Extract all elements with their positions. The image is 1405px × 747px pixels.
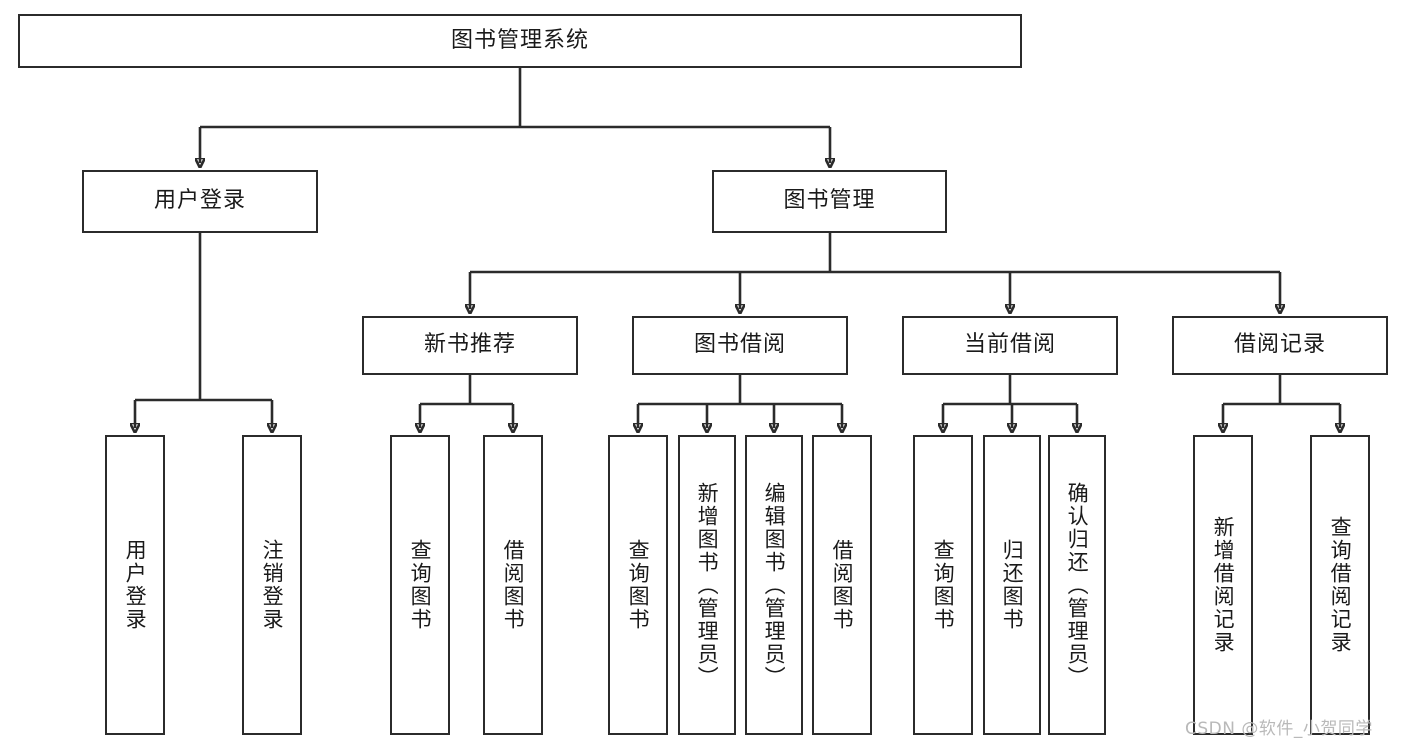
node-book-management[interactable]: 图书管理 (712, 170, 947, 233)
node-leaf-add-book-admin[interactable]: 新增图书（管理员） (678, 435, 736, 735)
node-leaf-edit-book-admin[interactable]: 编辑图书（管理员） (745, 435, 803, 735)
node-label: 新增图书（管理员） (695, 481, 720, 689)
node-leaf-user-login[interactable]: 用户登录 (105, 435, 165, 735)
node-leaf-borrow-book-1[interactable]: 借阅图书 (483, 435, 543, 735)
node-label: 注销登录 (260, 539, 285, 631)
node-label: 用户登录 (153, 188, 246, 214)
node-label: 借阅图书 (830, 539, 855, 631)
node-book-borrow[interactable]: 图书借阅 (632, 316, 848, 375)
node-label: 查询图书 (626, 539, 651, 631)
node-leaf-return-book[interactable]: 归还图书 (983, 435, 1041, 735)
node-leaf-borrow-book-2[interactable]: 借阅图书 (812, 435, 872, 735)
node-leaf-query-book-3[interactable]: 查询图书 (913, 435, 973, 735)
node-label: 借阅图书 (501, 539, 526, 631)
node-label: 借阅记录 (1233, 332, 1326, 358)
node-label: 编辑图书（管理员） (762, 481, 787, 689)
node-leaf-query-book-2[interactable]: 查询图书 (608, 435, 668, 735)
node-label: 查询图书 (408, 539, 433, 631)
node-leaf-query-borrow-record[interactable]: 查询借阅记录 (1310, 435, 1370, 735)
node-user-login[interactable]: 用户登录 (82, 170, 318, 233)
node-label: 图书管理 (783, 188, 876, 214)
node-label: 图书借阅 (693, 332, 786, 358)
node-new-book-recommend[interactable]: 新书推荐 (362, 316, 578, 375)
node-label: 归还图书 (1000, 539, 1025, 631)
node-leaf-query-book-1[interactable]: 查询图书 (390, 435, 450, 735)
node-label: 查询借阅记录 (1328, 516, 1353, 654)
node-label: 新书推荐 (423, 332, 516, 358)
node-label: 用户登录 (123, 539, 148, 631)
node-label: 查询图书 (931, 539, 956, 631)
node-current-borrow[interactable]: 当前借阅 (902, 316, 1118, 375)
node-label: 图书管理系统 (450, 27, 589, 53)
node-root-system[interactable]: 图书管理系统 (18, 14, 1022, 68)
node-leaf-confirm-return-admin[interactable]: 确认归还（管理员） (1048, 435, 1106, 735)
node-leaf-logout[interactable]: 注销登录 (242, 435, 302, 735)
node-label: 新增借阅记录 (1211, 516, 1236, 654)
node-label: 确认归还（管理员） (1065, 481, 1090, 689)
node-borrow-record[interactable]: 借阅记录 (1172, 316, 1388, 375)
csdn-watermark: CSDN @软件_小贺同学 (1185, 719, 1373, 739)
node-leaf-add-borrow-record[interactable]: 新增借阅记录 (1193, 435, 1253, 735)
node-label: 当前借阅 (963, 332, 1056, 358)
